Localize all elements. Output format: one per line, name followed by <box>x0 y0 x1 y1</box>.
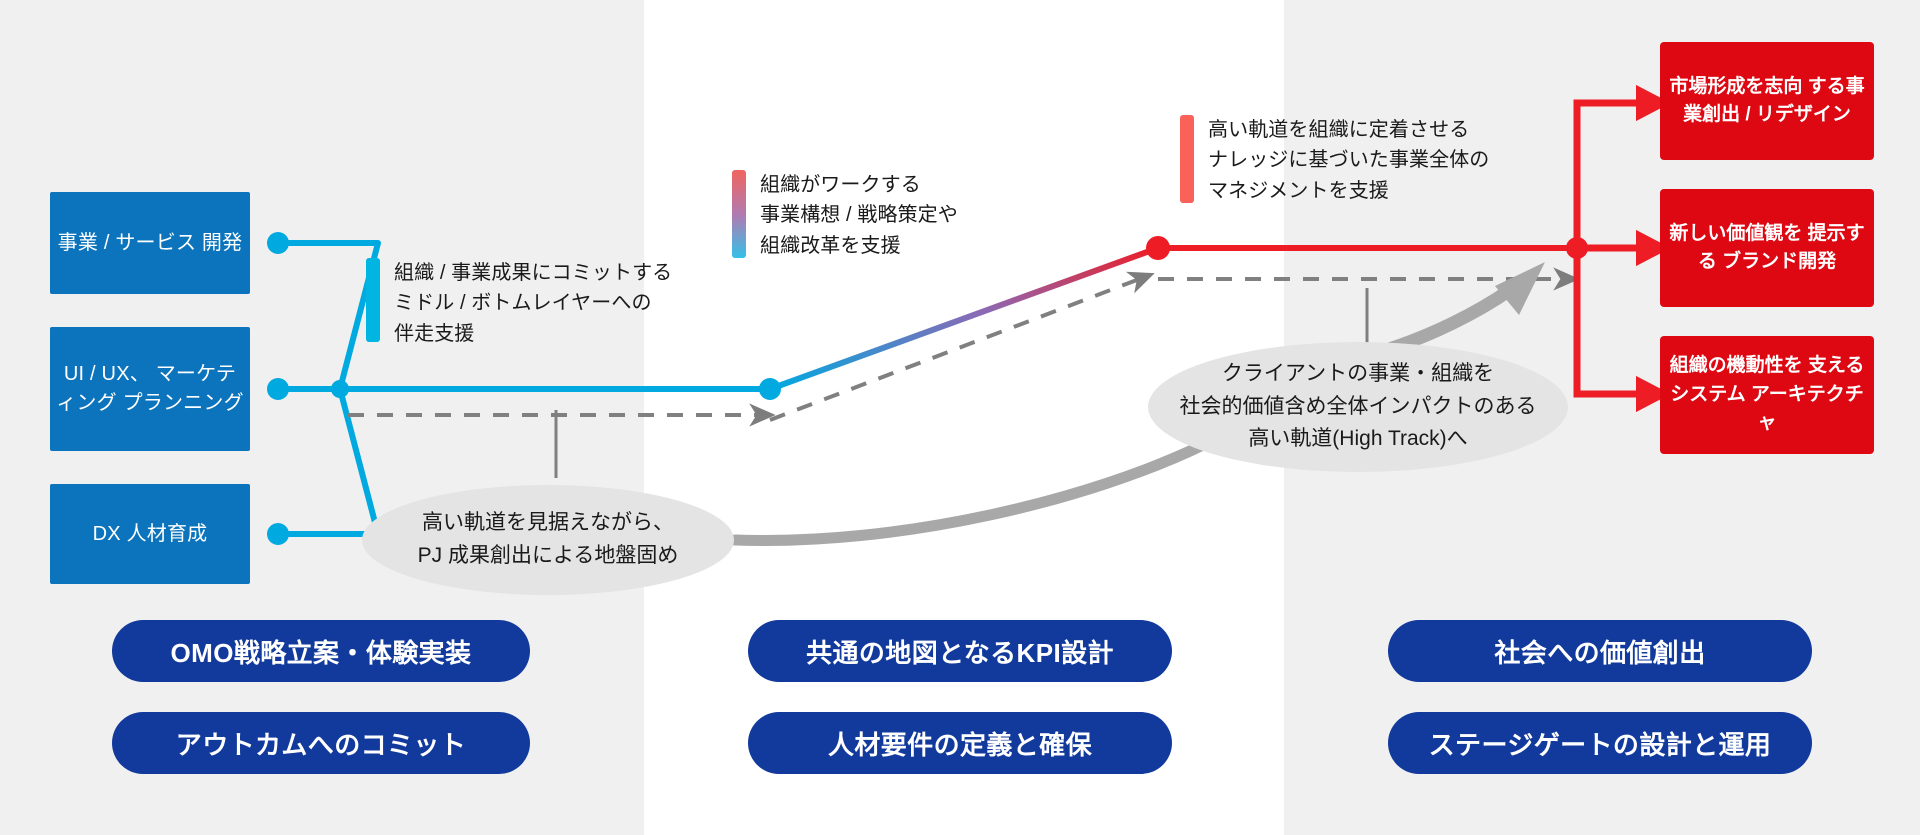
annotation-accent-bar <box>732 170 746 258</box>
pill-label: 社会への価値創出 <box>1494 637 1706 668</box>
pill-label: アウトカムへのコミット <box>175 729 467 760</box>
branch-to-market-creation <box>1573 84 1671 248</box>
node-trajectory-start <box>759 378 781 400</box>
annotation-accent-bar <box>1180 115 1194 203</box>
annotation-text: 組織がワークする 事業構想 / 戦略策定や 組織改革を支援 <box>760 174 958 257</box>
branch-to-system-arch <box>1573 248 1671 413</box>
output-box-label: 新しい価値観を 提示する ブランド開発 <box>1669 222 1865 273</box>
node-uiux-planning <box>267 378 289 400</box>
callout-foundation: 高い軌道を見据えながら、 PJ 成果創出による地盤固め <box>362 485 734 595</box>
node-cyan-hub <box>331 380 349 398</box>
node-trajectory-knee <box>1146 236 1170 260</box>
annotation-accent-bar <box>366 258 380 342</box>
pill-kpi-design[interactable]: 共通の地図となるKPI設計 <box>748 620 1172 682</box>
pill-label: 人材要件の定義と確保 <box>827 729 1092 760</box>
trajectory-rising-segment <box>767 245 1161 392</box>
pill-label: OMO戦略立案・体験実装 <box>170 637 472 668</box>
annotation-text: 高い軌道を組織に定着させる ナレッジに基づいた事業全体の マネジメントを支援 <box>1208 119 1490 202</box>
callout-text: クライアントの事業・組織を 社会的価値含め全体インパクトのある 高い軌道(Hig… <box>1179 362 1537 451</box>
pill-label: 共通の地図となるKPI設計 <box>806 637 1114 668</box>
input-box-label: UI / UX、 マーケティング プランニング <box>56 363 244 414</box>
output-box-market-creation[interactable]: 市場形成を志向 する事業創出 / リデザイン <box>1660 42 1874 160</box>
callout-text: 高い軌道を見据えながら、 PJ 成果創出による地盤固め <box>417 511 679 567</box>
annotation-middle: 組織がワークする 事業構想 / 戦略策定や 組織改革を支援 <box>732 170 958 261</box>
output-box-label: 組織の機動性を 支えるシステム アーキテクチャ <box>1669 355 1865 434</box>
annotation-right: 高い軌道を組織に定着させる ナレッジに基づいた事業全体の マネジメントを支援 <box>1180 115 1489 206</box>
input-box-uiux-planning[interactable]: UI / UX、 マーケティング プランニング <box>50 327 250 451</box>
output-box-system-arch[interactable]: 組織の機動性を 支えるシステム アーキテクチャ <box>1660 336 1874 454</box>
node-dx-talent <box>267 523 289 545</box>
annotation-left: 組織 / 事業成果にコミットする ミドル / ボトムレイヤーへの 伴走支援 <box>366 258 672 349</box>
input-box-label: DX 人材育成 <box>92 522 208 545</box>
output-box-brand-dev[interactable]: 新しい価値観を 提示する ブランド開発 <box>1660 189 1874 307</box>
dashed-baseline-rising <box>769 271 1155 422</box>
input-box-label: 事業 / サービス 開発 <box>57 231 243 254</box>
pill-omo-strategy[interactable]: OMO戦略立案・体験実装 <box>112 620 530 682</box>
pill-label: ステージゲートの設計と運用 <box>1428 729 1772 760</box>
connector-service-dev <box>275 240 381 392</box>
pill-talent-requirements[interactable]: 人材要件の定義と確保 <box>748 712 1172 774</box>
node-service-dev <box>267 232 289 254</box>
callout-high-track: クライアントの事業・組織を 社会的価値含め全体インパクトのある 高い軌道(Hig… <box>1148 342 1568 472</box>
output-box-label: 市場形成を志向 する事業創出 / リデザイン <box>1669 75 1865 126</box>
input-box-service-dev[interactable]: 事業 / サービス 開発 <box>50 192 250 294</box>
pill-outcome-commit[interactable]: アウトカムへのコミット <box>112 712 530 774</box>
pill-social-value[interactable]: 社会への価値創出 <box>1388 620 1812 682</box>
pill-stage-gate[interactable]: ステージゲートの設計と運用 <box>1388 712 1812 774</box>
gray-big-arrow-head <box>1495 262 1545 315</box>
swoosh-connector <box>729 438 1211 546</box>
connector-dx-talent <box>275 386 381 537</box>
input-box-dx-talent[interactable]: DX 人材育成 <box>50 484 250 584</box>
annotation-text: 組織 / 事業成果にコミットする ミドル / ボトムレイヤーへの 伴走支援 <box>394 262 673 345</box>
